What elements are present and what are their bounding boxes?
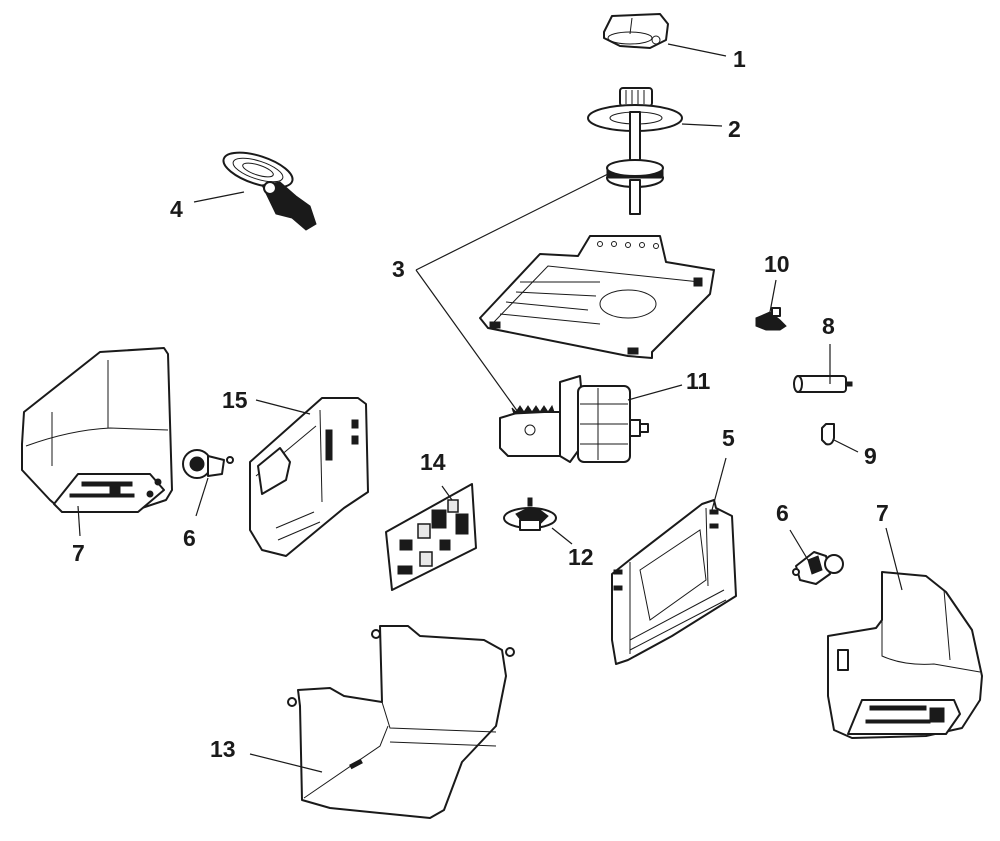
sprocket-shaft-icon: [587, 87, 683, 205]
limit-switch-icon: [755, 307, 787, 331]
lamp-socket-right-icon: [792, 551, 844, 585]
drive-gear-icon: [606, 159, 664, 215]
callout-9: 9: [864, 443, 877, 469]
callout-2: 2: [728, 116, 741, 142]
leader-5: [711, 457, 727, 511]
leader-3b: [415, 269, 519, 413]
callout-4: 4: [170, 196, 183, 222]
leader-7a: [77, 505, 81, 537]
leader-3a: [415, 173, 609, 271]
leader-11: [627, 384, 683, 401]
capacitor-icon: [793, 375, 853, 393]
leader-7b: [885, 527, 903, 591]
callout-11: 11: [686, 368, 711, 394]
logic-board-icon: [385, 483, 477, 591]
leader-2: [681, 123, 723, 127]
board-housing-icon: [249, 397, 369, 557]
leader-lines: [77, 43, 903, 773]
callout-8: 8: [822, 313, 835, 339]
callout-7-left: 7: [72, 540, 85, 566]
leader-10: [769, 279, 777, 313]
callout-13: 13: [210, 736, 236, 762]
callout-3: 3: [392, 256, 405, 282]
callout-15: 15: [222, 387, 248, 413]
callout-5: 5: [722, 425, 735, 451]
leader-6a: [195, 477, 209, 517]
leader-15: [255, 399, 311, 415]
callout-7-right: 7: [876, 500, 889, 526]
callout-labels: 1 2 3 4 5 6 6 7 7 8 9 10 11 12 13 14 15: [72, 46, 889, 762]
callout-1: 1: [733, 46, 746, 72]
leader-9: [833, 439, 859, 453]
callout-14: 14: [420, 449, 446, 475]
callout-6-right: 6: [776, 500, 789, 526]
rpm-sensor-icon: [503, 497, 557, 531]
motor-icon: [499, 375, 649, 463]
bearing-cap-icon: [603, 13, 669, 49]
light-socket-harness-icon: [222, 151, 317, 231]
callout-6-left: 6: [183, 525, 196, 551]
lamp-socket-left-icon: [182, 449, 234, 479]
bottom-cover-icon: [287, 625, 515, 819]
leader-4: [193, 191, 245, 203]
chassis-plate-icon: [479, 235, 715, 359]
leader-12: [551, 527, 573, 545]
callout-12: 12: [568, 544, 594, 570]
leader-13: [249, 753, 323, 773]
end-cover-left-icon: [21, 347, 173, 513]
leader-1: [667, 43, 727, 57]
callout-10: 10: [764, 251, 790, 277]
side-panel-icon: [611, 499, 737, 665]
leader-6b: [789, 529, 809, 561]
end-cover-right-icon: [827, 571, 983, 739]
leader-14: [441, 485, 453, 501]
capacitor-clip-icon: [821, 423, 835, 446]
